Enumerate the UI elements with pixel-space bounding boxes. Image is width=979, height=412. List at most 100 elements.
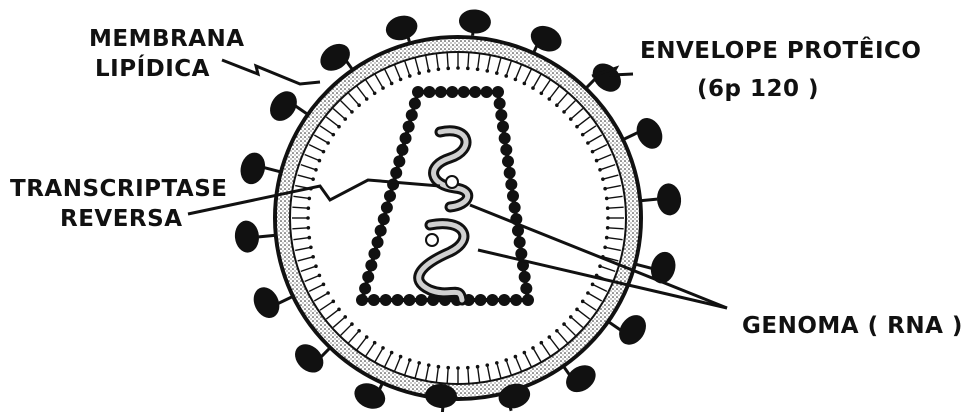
lipid-head (357, 329, 361, 333)
lipid-tail (524, 69, 531, 83)
lipid-head (514, 355, 518, 359)
lipid-head (605, 197, 609, 201)
lipid-tail (607, 238, 623, 240)
envelope-protein-knob (237, 150, 268, 187)
envelope-protein-knob (458, 8, 492, 34)
capsid-bead (504, 167, 516, 179)
label-envelope-line2: (6p 120 ) (697, 76, 819, 102)
lipid-head (504, 74, 508, 78)
lipid-head (523, 351, 527, 355)
capsid-bead (497, 121, 509, 133)
envelope-protein-knob (587, 58, 627, 98)
capsid-bead (406, 109, 418, 121)
lipid-head (495, 361, 499, 365)
lipid-tail (478, 367, 480, 383)
lipid-tail (314, 135, 328, 143)
knob-stem (277, 297, 292, 304)
lipid-tail (605, 247, 621, 250)
lipid-head (307, 197, 311, 201)
lipid-head (569, 315, 573, 319)
lipid-tail (515, 65, 521, 80)
lipid-tail (309, 145, 323, 152)
capsid-bead (415, 294, 427, 306)
lipid-tail (436, 367, 438, 383)
lipid-head (586, 141, 590, 145)
envelope-protein-knob (648, 249, 679, 286)
lipid-head (381, 86, 385, 90)
lipid-tail (557, 93, 568, 105)
lipid-head (399, 355, 403, 359)
lipid-head (306, 216, 310, 220)
lipid-tail (298, 175, 313, 179)
capsid-bead (403, 121, 415, 133)
lipid-tail (487, 55, 490, 71)
lipid-head (309, 245, 313, 249)
lipid-head (591, 150, 595, 154)
lipid-head (476, 365, 480, 369)
label-envelope-line1: ENVELOPE PROTÊICO (640, 36, 921, 64)
lipid-head (603, 245, 607, 249)
lipid-head (307, 206, 311, 210)
capsid-bead (412, 86, 424, 98)
capsid-bead (381, 202, 393, 214)
capsid-bead (520, 282, 532, 294)
lipid-tail (349, 331, 360, 343)
lipid-tail (436, 53, 438, 69)
lipid-tail (600, 165, 615, 170)
lipid-head (605, 236, 609, 240)
capsid-bead (384, 190, 396, 202)
knob-stem (640, 199, 657, 201)
lipid-tail (292, 207, 308, 208)
lipid-head (598, 168, 602, 172)
lipid-head (322, 150, 326, 154)
membrana-leader (222, 60, 320, 84)
lipid-tail (497, 58, 501, 73)
capsid-bead (495, 109, 507, 121)
lipid-tail (301, 266, 316, 271)
lipid-head (601, 177, 605, 181)
capsid-bead (375, 225, 387, 237)
capsid-bead (500, 144, 512, 156)
lipid-tail (326, 117, 339, 127)
envelope-protein-knob (289, 339, 329, 379)
capsid-bead (368, 248, 380, 260)
lipid-tail (600, 266, 615, 271)
lipid-tail (341, 101, 352, 112)
lipid-tail (593, 284, 607, 291)
lipid-tail (605, 186, 621, 189)
lipid-tail (326, 309, 339, 319)
lipid-head (555, 329, 559, 333)
lipid-tail (515, 357, 521, 372)
lipid-head (514, 78, 518, 82)
capsid-bead (400, 132, 412, 144)
knob-stem (259, 235, 276, 237)
lipid-head (373, 341, 377, 345)
rna-strand-upper (434, 131, 468, 207)
lipid-tail (349, 93, 360, 105)
lipid-tail (597, 154, 612, 160)
lipid-head (337, 125, 341, 129)
capsid (356, 86, 534, 306)
knob-stem (623, 132, 638, 139)
lipid-tail (468, 52, 469, 68)
capsid-bead (403, 294, 415, 306)
lipid-head (446, 366, 450, 370)
capsid-bead (380, 294, 392, 306)
lipid-head (427, 363, 431, 367)
knob-stem (635, 264, 651, 268)
lipid-tail (341, 324, 352, 335)
lipid-tail (447, 52, 448, 68)
lipid-head (399, 78, 403, 82)
lipid-tail (293, 238, 309, 240)
lipid-head (427, 69, 431, 73)
lipid-tail (298, 257, 313, 261)
lipid-head (365, 335, 369, 339)
capsid-bead (498, 294, 510, 306)
lipid-head (575, 308, 579, 312)
capsid-bead (446, 86, 458, 98)
lipid-tail (357, 86, 367, 99)
lipid-tail (478, 53, 480, 69)
lipid-head (581, 133, 585, 137)
lipid-head (603, 187, 607, 191)
lipid-tail (487, 365, 490, 381)
